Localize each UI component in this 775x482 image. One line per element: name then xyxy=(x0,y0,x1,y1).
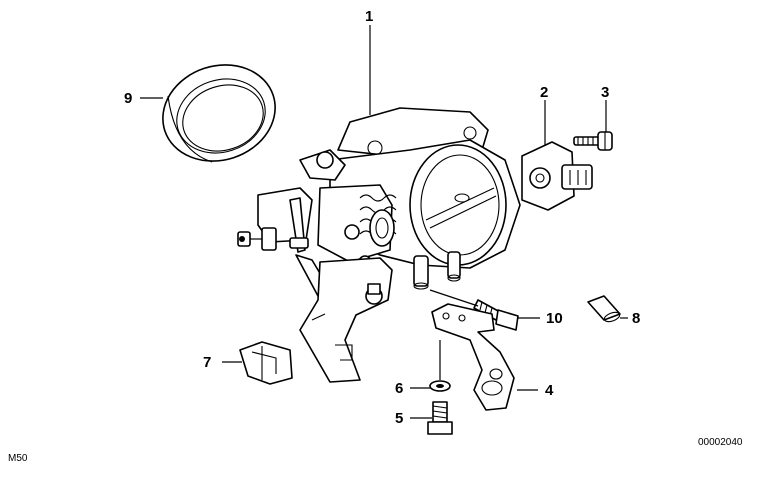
throttle-bracket-part xyxy=(299,257,393,383)
callout-4: 4 xyxy=(545,382,554,399)
callout-10: 10 xyxy=(546,310,563,327)
pin-part xyxy=(587,295,621,323)
clip-part xyxy=(239,341,293,385)
callout-5: 5 xyxy=(395,410,403,427)
leader-lines xyxy=(140,25,628,419)
throttle-sensor-part xyxy=(521,141,593,211)
diagram-number-label: 00002040 xyxy=(698,437,743,448)
callout-3: 3 xyxy=(601,84,609,101)
callout-7: 7 xyxy=(203,354,211,371)
sensor-screw-part xyxy=(573,131,613,151)
model-code-label: M50 xyxy=(8,453,28,464)
callout-1: 1 xyxy=(365,8,373,25)
throttle-linkage-part xyxy=(237,149,397,297)
callout-2: 2 xyxy=(540,84,548,101)
sealing-ring-part xyxy=(162,64,276,163)
callout-9: 9 xyxy=(124,90,132,107)
callout-labels: 1 2 3 4 5 6 7 8 9 10 xyxy=(124,8,640,427)
callout-6: 6 xyxy=(395,380,403,397)
hex-bolt-part xyxy=(427,401,453,435)
bracket-plate-part xyxy=(431,303,515,411)
callout-8: 8 xyxy=(632,310,640,327)
washer-part xyxy=(429,380,451,392)
